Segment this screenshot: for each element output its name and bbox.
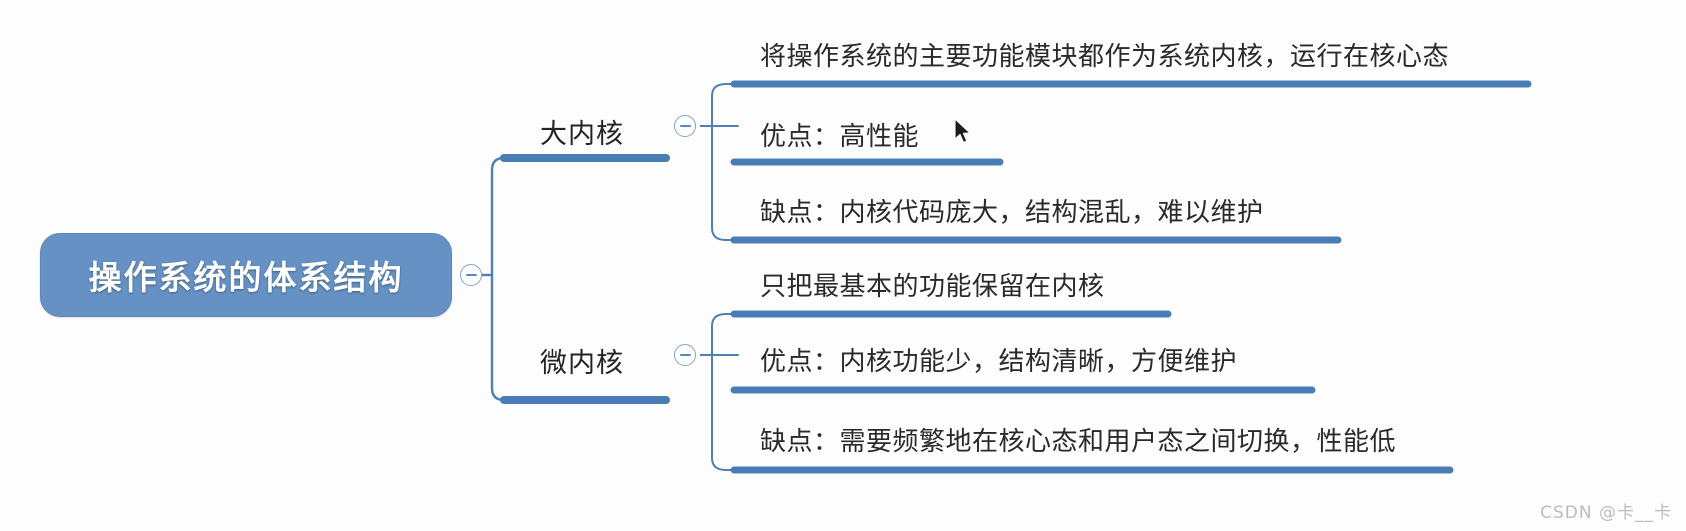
minus-glyph <box>679 354 691 356</box>
branch-label-microkernel[interactable]: 微内核 <box>540 348 624 379</box>
leaf-node[interactable]: 缺点：内核代码庞大，结构混乱，难以维护 <box>760 198 1264 228</box>
minus-glyph <box>679 125 691 127</box>
collapse-minus-icon-branch-1[interactable] <box>674 344 696 366</box>
branch-label-monolithic-kernel[interactable]: 大内核 <box>540 119 624 150</box>
mouse-pointer-icon <box>954 118 971 144</box>
leaf-node[interactable]: 只把最基本的功能保留在内核 <box>760 272 1105 302</box>
root-node[interactable]: 操作系统的体系结构 <box>40 233 452 317</box>
leaf-node[interactable]: 优点：内核功能少，结构清晰，方便维护 <box>760 347 1238 377</box>
collapse-minus-icon-branch-0[interactable] <box>674 115 696 137</box>
root-node-label: 操作系统的体系结构 <box>88 258 404 297</box>
leaf-node[interactable]: 优点：高性能 <box>760 122 920 152</box>
leaf-node[interactable]: 缺点：需要频繁地在核心态和用户态之间切换，性能低 <box>760 427 1397 457</box>
watermark: CSDN @卡__卡 <box>1540 503 1672 523</box>
collapse-minus-icon-root[interactable] <box>460 264 482 286</box>
minus-glyph <box>465 274 477 276</box>
leaf-node[interactable]: 将操作系统的主要功能模块都作为系统内核，运行在核心态 <box>760 42 1450 72</box>
